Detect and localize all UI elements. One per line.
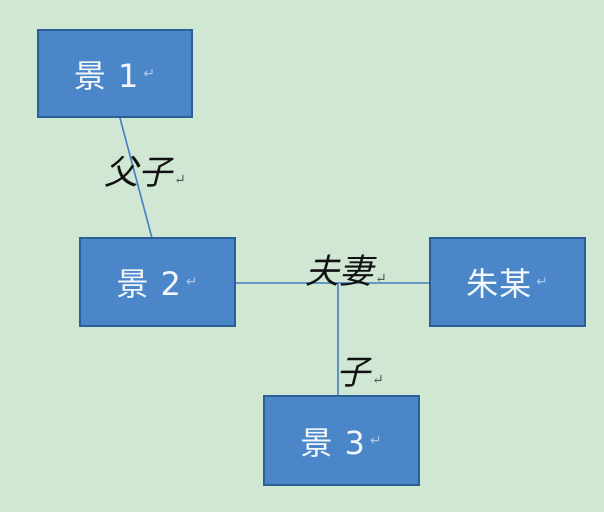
node-zhumou: 朱某 ↵ [429, 237, 586, 327]
node-jing2: 景 2 ↵ [79, 237, 236, 327]
paragraph-mark-icon: ↵ [375, 271, 387, 287]
paragraph-mark-icon: ↵ [372, 372, 384, 388]
relation-husband-wife-label: 夫妻 [305, 252, 373, 292]
paragraph-mark-icon: ↵ [174, 172, 186, 188]
relation-husband-wife: 夫妻↵ [305, 244, 387, 293]
paragraph-mark-icon: ↵ [143, 65, 157, 82]
node-jing3-label: 景 3 [300, 423, 366, 462]
relation-son: 子↵ [336, 345, 384, 394]
node-jing2-label: 景 2 [116, 265, 182, 303]
paragraph-mark-icon: ↵ [185, 274, 199, 290]
node-jing1-label: 景 1 [73, 56, 140, 95]
relation-father-son-label: 父子 [104, 153, 172, 193]
node-jing3: 景 3 ↵ [263, 395, 420, 486]
node-jing1: 景 1 ↵ [37, 29, 193, 118]
node-zhumou-label: 朱某 [466, 265, 533, 303]
paragraph-mark-icon: ↵ [369, 432, 383, 449]
relation-father-son: 父子↵ [104, 145, 186, 194]
line-jing1-jing2 [119, 117, 153, 239]
paragraph-mark-icon: ↵ [536, 274, 549, 290]
relation-son-label: 子 [336, 353, 370, 393]
